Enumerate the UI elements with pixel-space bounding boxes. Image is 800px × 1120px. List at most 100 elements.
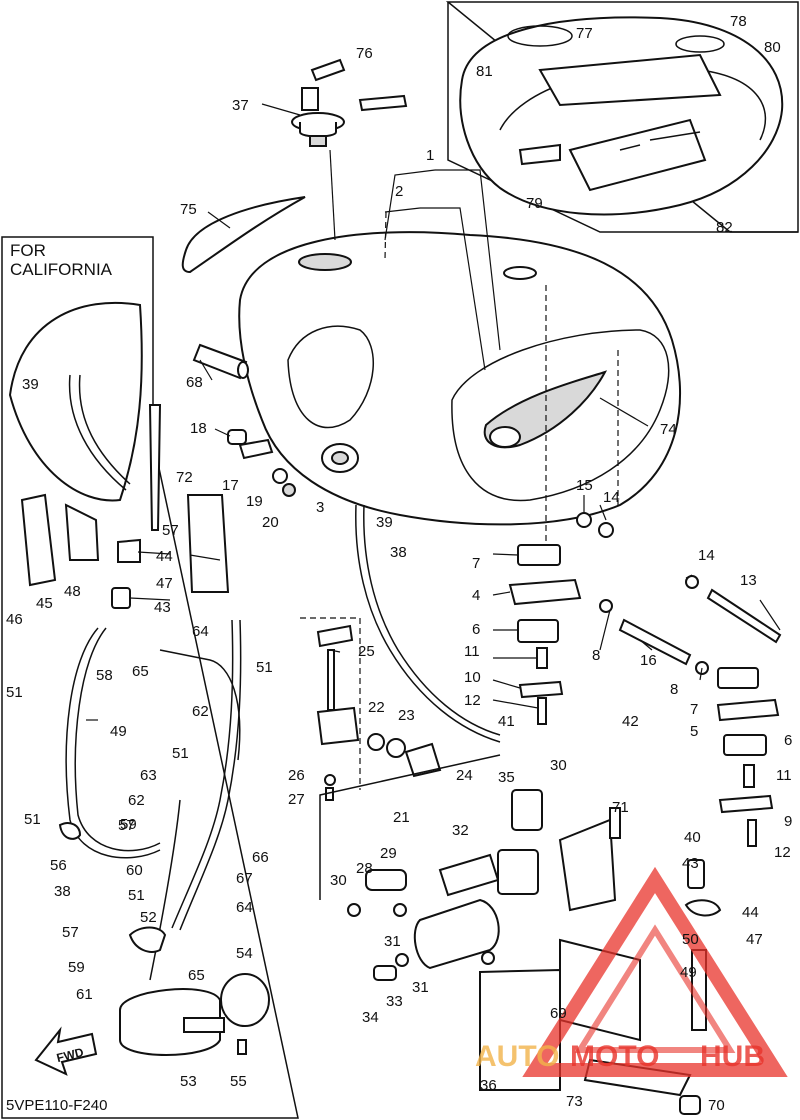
- callout: 18: [190, 420, 207, 437]
- callout: 19: [246, 493, 263, 510]
- callout: 53: [180, 1073, 197, 1090]
- callout: 56: [50, 857, 67, 874]
- callout: 8: [670, 681, 678, 698]
- callout: 66: [252, 849, 269, 866]
- callout: 63: [140, 767, 157, 784]
- callout: 57: [162, 522, 179, 539]
- callout: 34: [362, 1009, 379, 1026]
- callout: 51: [172, 745, 189, 762]
- mounting-brackets: [508, 512, 782, 847]
- callout: 65: [188, 967, 205, 984]
- callout: 39: [376, 514, 393, 531]
- callout: 27: [288, 791, 305, 808]
- callout: 65: [132, 663, 149, 680]
- pipe-66: [192, 343, 249, 380]
- callout: 25: [358, 643, 375, 660]
- callout: 76: [356, 45, 373, 62]
- callout: 54: [236, 945, 253, 962]
- tank-emblem-left: [181, 196, 306, 274]
- callout: 44: [156, 548, 173, 565]
- fuel-pump-filter: [319, 754, 561, 1091]
- callout: 45: [36, 595, 53, 612]
- callout: 64: [236, 899, 253, 916]
- callout: 57: [62, 924, 79, 941]
- callout: 11: [776, 767, 792, 784]
- callout: 64: [192, 623, 209, 640]
- callout: 51: [128, 887, 145, 904]
- watermark-hub: HUB: [700, 1040, 765, 1073]
- callout: 5: [690, 723, 698, 740]
- callout: 10: [464, 669, 481, 686]
- sticker: [358, 94, 408, 112]
- california-label-line2: CALIFORNIA: [10, 260, 113, 279]
- grommet-3: [321, 443, 359, 473]
- fuel-cap: [291, 58, 346, 147]
- callout: 14: [603, 489, 620, 506]
- callout: 14: [698, 547, 715, 564]
- callout: 73: [566, 1093, 583, 1110]
- callout: 61: [76, 986, 93, 1003]
- callout: 62: [192, 703, 209, 720]
- callout: 32: [452, 822, 469, 839]
- callout: 71: [612, 799, 629, 816]
- callout: 44: [742, 904, 759, 921]
- callout: 7: [472, 555, 480, 572]
- callout: 69: [550, 1005, 567, 1022]
- callout: 80: [764, 39, 781, 56]
- callout: 51: [256, 659, 273, 676]
- callout: 49: [680, 964, 697, 981]
- callout: 52: [140, 909, 157, 926]
- callout: 29: [380, 845, 397, 862]
- callout: 28: [356, 860, 373, 877]
- callout: 23: [398, 707, 415, 724]
- callout: 15: [576, 477, 593, 494]
- callout: 43: [682, 855, 699, 872]
- right-bracket: [558, 807, 722, 1115]
- callout: 2: [395, 183, 403, 200]
- callout: 42: [622, 713, 639, 730]
- callout: 55: [230, 1073, 247, 1090]
- callout: 39: [22, 376, 39, 393]
- callout: 50: [682, 931, 699, 948]
- callout: 49: [110, 723, 127, 740]
- callout: 30: [330, 872, 347, 889]
- callout: 59: [120, 816, 137, 833]
- callout: 38: [54, 883, 71, 900]
- callout: 12: [464, 692, 481, 709]
- callout: 43: [154, 599, 171, 616]
- callout-leaders: [86, 103, 781, 721]
- reference-lines: [329, 149, 619, 545]
- callout: 81: [476, 63, 493, 80]
- callout: 40: [684, 829, 701, 846]
- fittings-17-20: [227, 429, 296, 497]
- watermark: AUTO MOTO HUB: [475, 866, 788, 1077]
- tank-graphics-inset: [445, 1, 799, 233]
- callout: 57: [118, 817, 135, 834]
- callout: 24: [456, 767, 473, 784]
- callout: 1: [426, 147, 434, 164]
- callout: 36: [480, 1077, 497, 1094]
- callout: 77: [576, 25, 593, 42]
- callout: 11: [464, 643, 480, 660]
- breather-hose: [355, 504, 501, 743]
- callout: 17: [222, 477, 239, 494]
- callout: 7: [690, 701, 698, 718]
- fuel-tank: [238, 231, 682, 526]
- callout: 70: [708, 1097, 725, 1114]
- callout: 37: [232, 97, 249, 114]
- callout: 48: [64, 583, 81, 600]
- callout: 62: [128, 792, 145, 809]
- callout: 47: [746, 931, 763, 948]
- callout: 79: [526, 195, 543, 212]
- callout: 74: [660, 421, 677, 438]
- callout: 31: [384, 933, 401, 950]
- callout: 51: [24, 811, 41, 828]
- fwd-label: FWD: [55, 1045, 85, 1065]
- callout: 33: [386, 993, 403, 1010]
- callout: 8: [592, 647, 600, 664]
- callout: 6: [784, 732, 792, 749]
- callout: 9: [784, 813, 792, 830]
- fwd-arrow: [34, 1026, 98, 1076]
